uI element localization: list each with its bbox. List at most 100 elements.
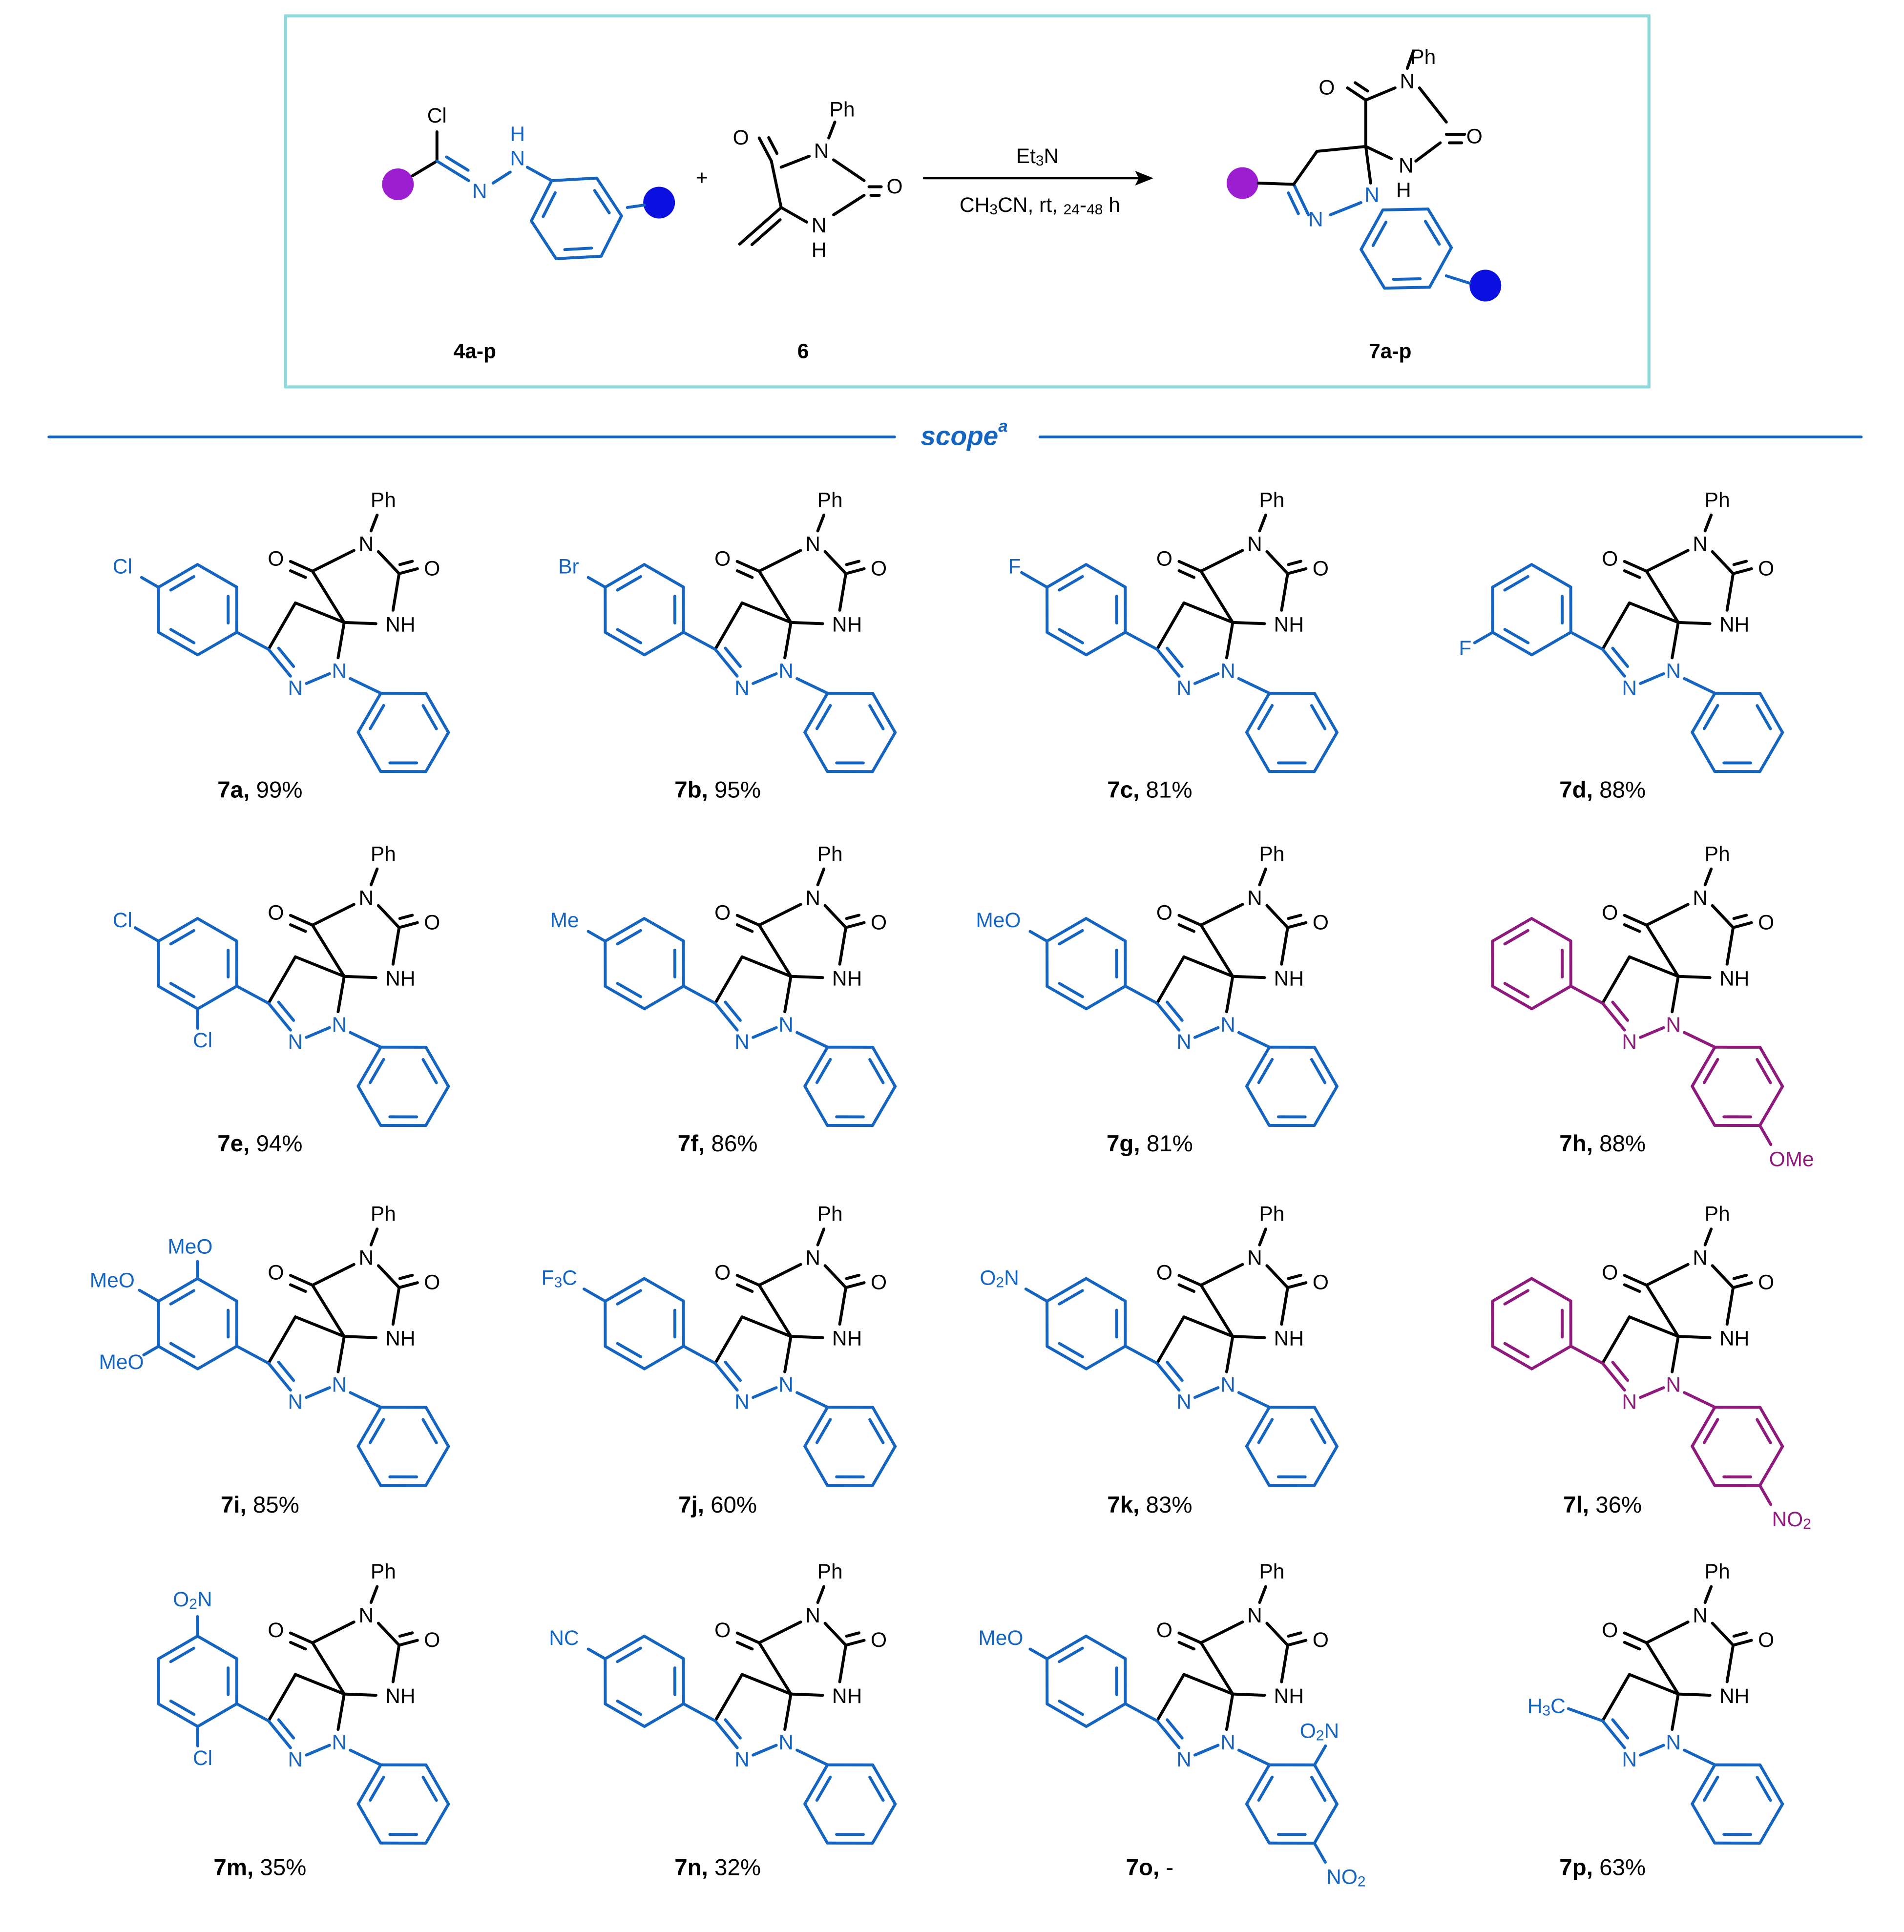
ring-bond [1491, 1277, 1533, 1303]
bond [267, 601, 297, 651]
bond [1601, 1315, 1631, 1365]
bond [336, 975, 346, 1014]
bond [838, 926, 848, 966]
nh-label: NH [1719, 1685, 1749, 1708]
bond [1193, 1026, 1220, 1039]
c-n-double-bond [1601, 1362, 1626, 1392]
aromatic-bond [815, 1418, 832, 1444]
bond [1711, 904, 1735, 929]
compound-yield: 88% [1593, 777, 1646, 803]
bond [377, 1621, 401, 1647]
ph-label: Ph [1705, 1203, 1730, 1226]
substituent-label: MeO [976, 909, 1021, 932]
bond [783, 1335, 793, 1373]
compound-yield: 88% [1593, 1131, 1646, 1157]
ring-bond [196, 1277, 238, 1303]
compound-caption: 7o, - [1126, 1854, 1174, 1880]
bond [311, 923, 346, 978]
aromatic-bond [369, 1058, 385, 1084]
compound-yield: 99% [250, 777, 302, 803]
bond [1199, 549, 1244, 573]
carbonyl [735, 1641, 754, 1651]
oxygen-label: O [1758, 1629, 1774, 1652]
oxygen-label: O [268, 901, 284, 924]
substituent-bond [582, 1288, 607, 1303]
r1-substituent-dot [1226, 167, 1258, 199]
aromatic-bond [421, 1775, 438, 1802]
bond [816, 513, 826, 533]
ring-bond [1046, 985, 1088, 1011]
bond [789, 1692, 824, 1697]
hydrazine-n-label: N [510, 147, 525, 170]
aromatic-bond [1310, 704, 1327, 730]
ring-bond [1491, 1345, 1533, 1371]
bond [1639, 1386, 1665, 1399]
bond [783, 621, 793, 660]
c-n-double-bond [724, 646, 742, 668]
aromatic-bond [421, 1418, 438, 1444]
bond [305, 1026, 331, 1039]
bond [1671, 1692, 1680, 1731]
ring-bond [1691, 1406, 1716, 1448]
ph-label: Ph [817, 1560, 843, 1583]
ring-bond [803, 1084, 829, 1127]
c3-aryl-ring: NC [549, 1627, 685, 1728]
bond [795, 1031, 829, 1049]
carbonyl [845, 560, 861, 566]
c-n-double-bond [1611, 1718, 1630, 1740]
ring-bond [643, 917, 685, 943]
oxygen-label: O [1313, 911, 1329, 934]
bond [1155, 955, 1186, 1005]
bond [1703, 513, 1713, 533]
carbonyl [1286, 1281, 1308, 1289]
bond [1155, 1315, 1186, 1365]
bond [1124, 1345, 1159, 1365]
ring-bond [604, 917, 646, 943]
compound-id: 7g [1107, 1131, 1133, 1157]
substituent-label: O2N [173, 1588, 212, 1612]
bond [267, 1673, 297, 1723]
nh-label: NH [385, 1328, 415, 1350]
nh-label: NH [1719, 967, 1749, 990]
carbonyl [757, 136, 773, 163]
substituent-bond [138, 1288, 160, 1303]
aromatic-bond [1503, 628, 1530, 644]
bond [682, 1702, 717, 1723]
ring-bond [604, 1702, 646, 1728]
ph-label: Ph [1410, 46, 1436, 69]
aromatic-bond [616, 929, 642, 946]
bond [311, 1263, 356, 1287]
carbonyl [398, 921, 419, 929]
n-aryl-ring [356, 1763, 450, 1845]
substituent-bond [586, 576, 607, 589]
bond [713, 601, 744, 651]
ring-bond [1383, 286, 1431, 290]
oxygen-label: O [1602, 547, 1618, 570]
bond [789, 975, 824, 979]
n-label: N [332, 660, 347, 683]
aromatic-bond [1702, 704, 1719, 730]
bond [1645, 1263, 1690, 1287]
carbonyl [845, 1631, 861, 1638]
n-label: N [288, 1748, 303, 1771]
ring-bond [196, 917, 238, 943]
ring-bond [1085, 1702, 1127, 1728]
aromatic-bond [1058, 1700, 1084, 1716]
compound-yield: 36% [1589, 1492, 1642, 1518]
aromatic-bond [1058, 628, 1084, 644]
bond [1124, 1702, 1159, 1723]
bond [1280, 572, 1289, 612]
aromatic-bond [563, 247, 593, 251]
c-n-double-bond [1155, 647, 1181, 678]
bond [369, 1227, 379, 1246]
aromatic-bond [1371, 220, 1388, 247]
compound-yield: 81% [1139, 777, 1192, 803]
ring-bond [1491, 985, 1533, 1011]
bond [1124, 984, 1159, 1005]
aromatic-bond [1702, 1418, 1719, 1444]
bond [1258, 867, 1267, 887]
oxygen-label: O [268, 1619, 284, 1642]
compound-id: 7b [674, 777, 701, 803]
